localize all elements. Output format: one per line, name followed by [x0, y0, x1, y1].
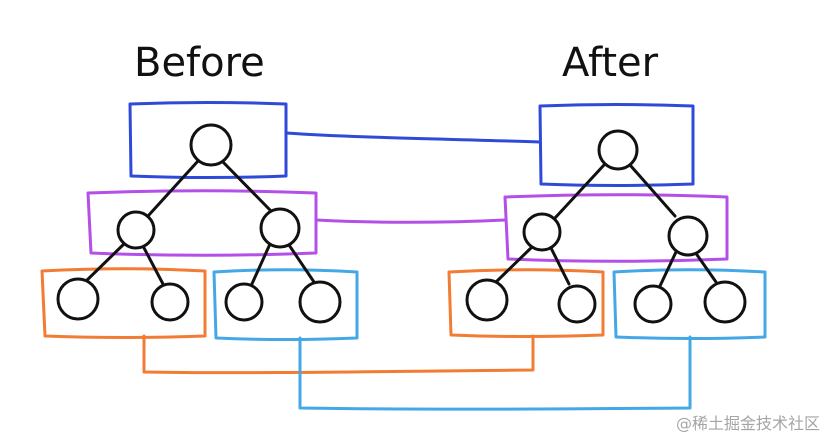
after-title: After [562, 40, 659, 86]
before-right-left-leaf [224, 282, 264, 322]
right-subtree-connector [298, 335, 692, 411]
after-left-right-edge [548, 244, 571, 286]
before-left-right-leaf [150, 282, 190, 322]
watermark-text: @稀土掘金技术社区 [675, 414, 820, 433]
before-root-node [189, 123, 233, 167]
after-right-left-leaf [633, 284, 673, 324]
after-root-right-edge [628, 163, 677, 218]
after-left-right-leaf [557, 284, 597, 324]
after-left-node [522, 212, 562, 252]
before-left-subtree-frame [40, 267, 207, 339]
after-right-left-edge [658, 250, 678, 288]
before-left-left-edge [80, 240, 128, 287]
before-level-2-frame [86, 189, 318, 257]
after-level-2-frame [503, 193, 729, 263]
after-right-right-edge [693, 250, 718, 284]
before-left-right-edge [141, 244, 165, 286]
after-root-node [597, 129, 639, 171]
after-root-frame [538, 103, 695, 187]
after-right-subtree-frame [612, 268, 767, 340]
root-frame-connector [284, 131, 542, 144]
before-right-right-leaf [298, 280, 342, 324]
before-left-node [116, 210, 156, 250]
after-left-left-edge [493, 244, 535, 285]
after-left-left-leaf [465, 278, 509, 322]
after-left-subtree-frame [447, 268, 605, 338]
after-right-node [667, 215, 709, 257]
left-subtree-connector [142, 334, 535, 375]
before-left-left-leaf [56, 277, 100, 321]
before-root-right-edge [220, 159, 272, 212]
before-root-frame [128, 101, 288, 179]
level-2-frame-connector [314, 218, 507, 224]
before-right-node [259, 207, 301, 249]
after-right-right-leaf [703, 280, 747, 324]
before-root-left-edge [146, 159, 200, 218]
before-right-subtree-frame [212, 268, 359, 341]
before-right-left-edge [249, 242, 272, 288]
before-right-right-edge [285, 240, 316, 284]
after-root-left-edge [553, 163, 606, 220]
before-title: Before [134, 40, 265, 86]
